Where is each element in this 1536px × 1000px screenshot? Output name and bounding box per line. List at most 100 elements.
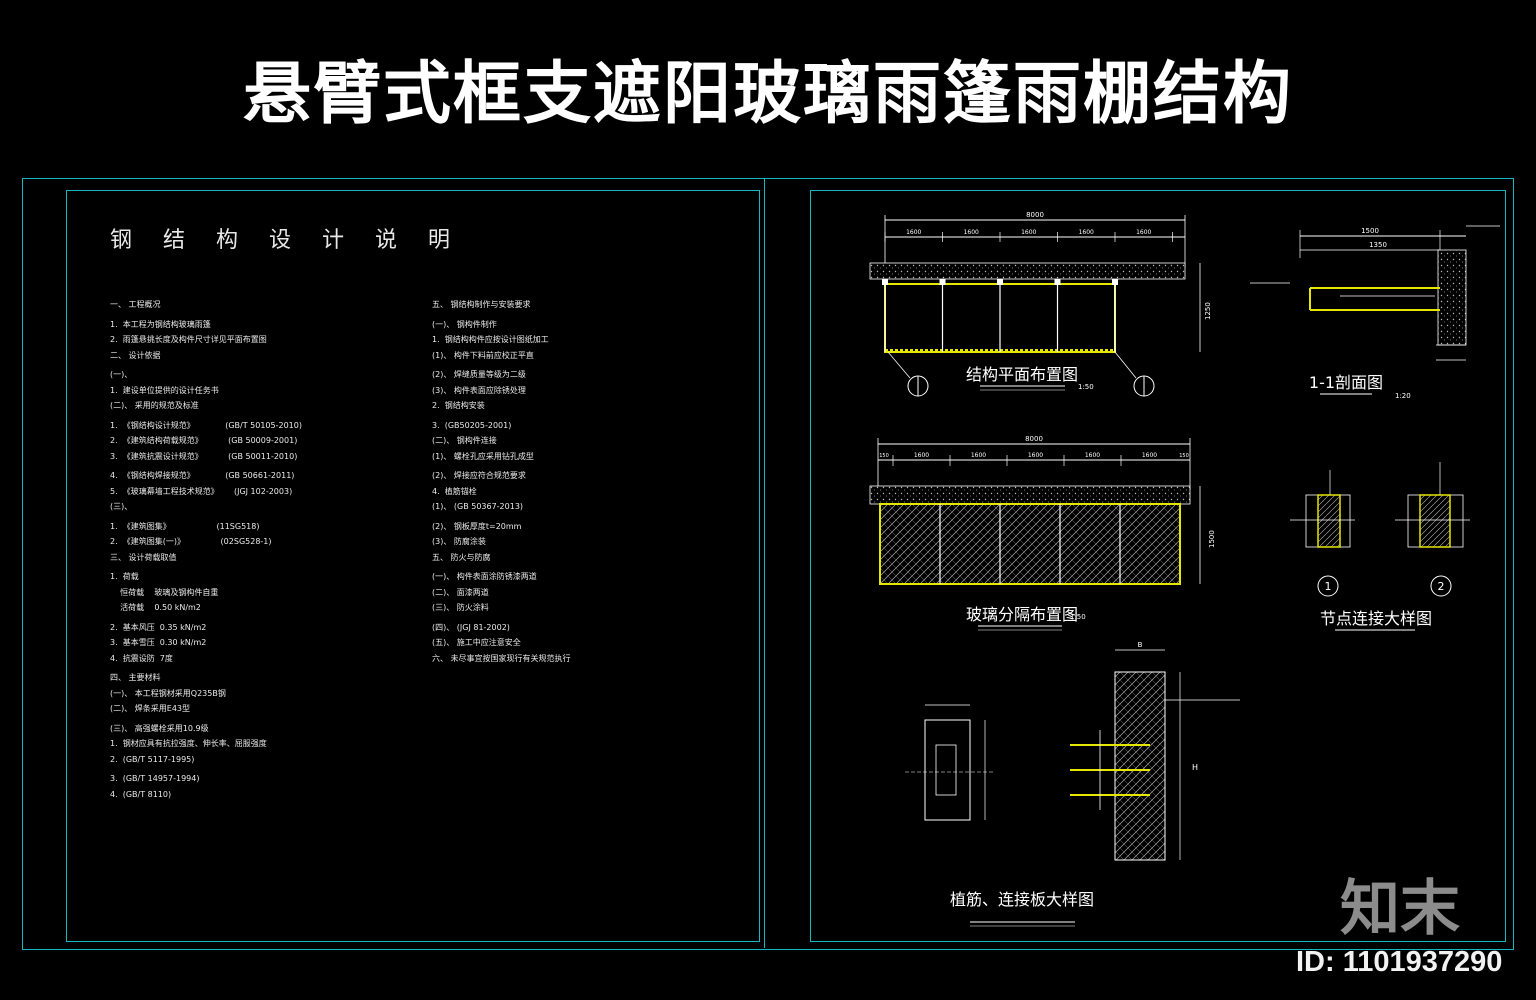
note-line: (一)、 本工程钢材采用Q235B钢 (110, 688, 226, 698)
note-line: (二)、 钢构件连接 (432, 436, 497, 445)
plan-bay-dim: 1600 (1079, 229, 1094, 236)
plan-post-cap (939, 279, 946, 285)
node-marker-1: 1 (1325, 580, 1332, 593)
anchor-height-dim: H (1192, 763, 1198, 772)
note-line: 3. (GB/T 14957-1994) (110, 774, 200, 783)
note-line: 六、 未尽事宜按国家现行有关规范执行 (432, 653, 571, 663)
node-detail-label: 节点连接大样图 (1320, 609, 1432, 628)
note-line: 1. 本工程为钢结构玻璃雨篷 (110, 319, 211, 329)
note-line: (二)、 面漆两道 (432, 587, 489, 597)
glass-total-dim: 8000 (1025, 435, 1043, 443)
glass-layout-label: 玻璃分隔布置图 (966, 605, 1078, 624)
plan-height-dim: 1250 (1204, 302, 1212, 320)
note-line: 四、 主要材料 (110, 673, 161, 682)
note-line: 1. 荷载 (110, 572, 139, 581)
plan-bay-dim: 1600 (906, 229, 921, 236)
note-line: 二、 设计依据 (110, 350, 161, 360)
plan-post-cap (997, 279, 1003, 285)
note-line: (2)、 焊缝质量等级为二级 (432, 370, 526, 379)
note-line: 三、 设计荷载取值 (110, 552, 177, 562)
glass-depth-dim: 1500 (1208, 530, 1216, 548)
section-inner-dim: 1350 (1369, 241, 1387, 249)
notes-heading: 钢 结 构 设 计 说 明 (110, 228, 462, 253)
note-line: 活荷载 0.50 kN/m2 (110, 603, 201, 612)
note-line: 4. 《钢结构焊接规范》 (GB 50661-2011) (110, 471, 295, 480)
section-scale: 1:20 (1395, 392, 1411, 400)
anchor-width-dim: B (1138, 641, 1143, 649)
notes-right-column: 五、 钢结构制作与安装要求 (一)、 钢构件制作 1. 钢结构构件应按设计图纸加工 (… (432, 300, 677, 673)
plan-post-cap (882, 279, 888, 285)
note-line: (1)、 构件下料前应校正平直 (432, 350, 534, 360)
note-line: (二)、 焊条采用E43型 (110, 704, 191, 713)
plan-layout-label: 结构平面布置图 (966, 365, 1078, 384)
details-sheet-frame (810, 190, 1506, 942)
anchor-detail-drawings: B H 植筋、连接板大样图 (905, 641, 1240, 927)
plan-bay-dim: 1600 (1136, 229, 1151, 236)
note-line: 4. (GB/T 8110) (110, 789, 172, 799)
watermark-logo: 知末 (1340, 874, 1460, 944)
note-line: 1. 钢材应具有抗拉强度、伸长率、屈服强度 (110, 739, 267, 748)
note-line: (一)、 构件表面涂防锈漆两道 (432, 572, 537, 581)
note-line: 2. (GB/T 5117-1995) (110, 754, 195, 764)
page-title: 悬臂式框支遮阳玻璃雨篷雨棚结构 (242, 55, 1293, 134)
note-line: 5. 《玻璃幕墙工程技术规范》 (JGJ 102-2003) (110, 486, 293, 496)
note-line: 3. 基本雪压 0.30 kN/m2 (110, 638, 207, 647)
note-line: 2. 基本风压 0.35 kN/m2 (110, 622, 207, 632)
glass-layout-scale: 1:50 (1070, 613, 1086, 621)
note-line: (二)、 采用的规范及标准 (110, 401, 199, 410)
note-line: 2. 钢结构安装 (432, 401, 485, 410)
note-line: 3. 《建筑抗震设计规范》 (GB 50011-2010) (110, 451, 298, 461)
glass-bay-dim: 1600 (1028, 452, 1043, 459)
note-line: 一、 工程概况 (110, 300, 161, 309)
note-line: 五、 钢结构制作与安装要求 (432, 300, 531, 309)
note-line: (一)、 钢构件制作 (432, 319, 497, 329)
glass-end-dim: 150 (879, 453, 889, 459)
note-line: (三)、 (110, 502, 133, 511)
note-line: 1. 钢结构构件应按设计图纸加工 (432, 335, 549, 344)
plan-bay-dim: 1600 (964, 229, 979, 236)
note-line: 1. 《钢结构设计规范》 (GB/T 50105-2010) (110, 420, 302, 430)
note-line: (3)、 构件表面应除锈处理 (432, 385, 526, 395)
watermark-id: ID: 1101937290 (1296, 946, 1503, 978)
note-line: (2)、 钢板厚度t=20mm (432, 521, 522, 531)
note-line: 2. 《建筑结构荷载规范》 (GB 50009-2001) (110, 436, 298, 445)
note-line: 2. 雨篷悬挑长度及构件尺寸详见平面布置图 (110, 335, 267, 344)
note-line: 1. 《建筑图集》 (11SG518) (110, 521, 260, 531)
note-line: 2. 《建筑图集(一)》 (02SG528-1) (110, 537, 272, 546)
node-detail-drawings: 1 2 节点连接大样图 (1290, 462, 1470, 631)
note-line: (1)、 螺栓孔应采用钻孔成型 (432, 451, 534, 461)
plan-layout-scale: 1:50 (1078, 383, 1094, 391)
note-line: 五、 防火与防腐 (432, 552, 491, 562)
note-line: 恒荷载 玻璃及钢构件自重 (110, 587, 219, 597)
glass-bay-dim: 1600 (1142, 452, 1157, 459)
note-line: (3)、 防腐涂装 (432, 537, 486, 546)
plan-post-cap (1054, 279, 1061, 285)
note-line: (1)、 (GB 50367-2013) (432, 502, 524, 511)
note-line: (五)、 施工中应注意安全 (432, 638, 521, 647)
section-length-dim: 1500 (1361, 227, 1379, 235)
note-line: (四)、 (JGJ 81-2002) (432, 622, 510, 632)
note-line: (一)、 (110, 370, 133, 379)
drawing-sheet-frame (22, 178, 1514, 950)
notes-sheet-frame (66, 190, 760, 942)
note-line: (三)、 防火涂料 (432, 603, 489, 612)
glass-bay-dim: 1600 (1085, 452, 1100, 459)
glass-bay-dim: 1600 (971, 452, 986, 459)
section-drawing: 1500 1350 1-1剖面图 1:20 (1250, 225, 1500, 400)
node-marker-2: 2 (1438, 580, 1445, 593)
note-line: 1. 建设单位提供的设计任务书 (110, 385, 219, 395)
sheet-divider (764, 178, 765, 948)
note-line: 3. (GB50205-2001) (432, 420, 512, 430)
glass-bay-dim: 1600 (914, 452, 929, 459)
note-line: (2)、 焊接应符合规范要求 (432, 471, 526, 480)
glass-layout-drawing: 8000 1600 1600 1600 1600 1600 150 150 1500 玻璃分… (869, 435, 1216, 631)
note-line: 4. 抗震设防 7度 (110, 653, 173, 663)
note-line: 4. 植筋锚栓 (432, 486, 477, 496)
notes-left-column: 一、 工程概况 1. 本工程为钢结构玻璃雨篷 2. 雨篷悬挑长度及构件尺寸详见平面布… (110, 300, 340, 805)
section-label: 1-1剖面图 (1309, 373, 1383, 392)
plan-bay-dim: 1600 (1021, 229, 1036, 236)
glass-end-dim: 150 (1179, 453, 1189, 459)
anchor-detail-label: 植筋、连接板大样图 (950, 890, 1094, 909)
